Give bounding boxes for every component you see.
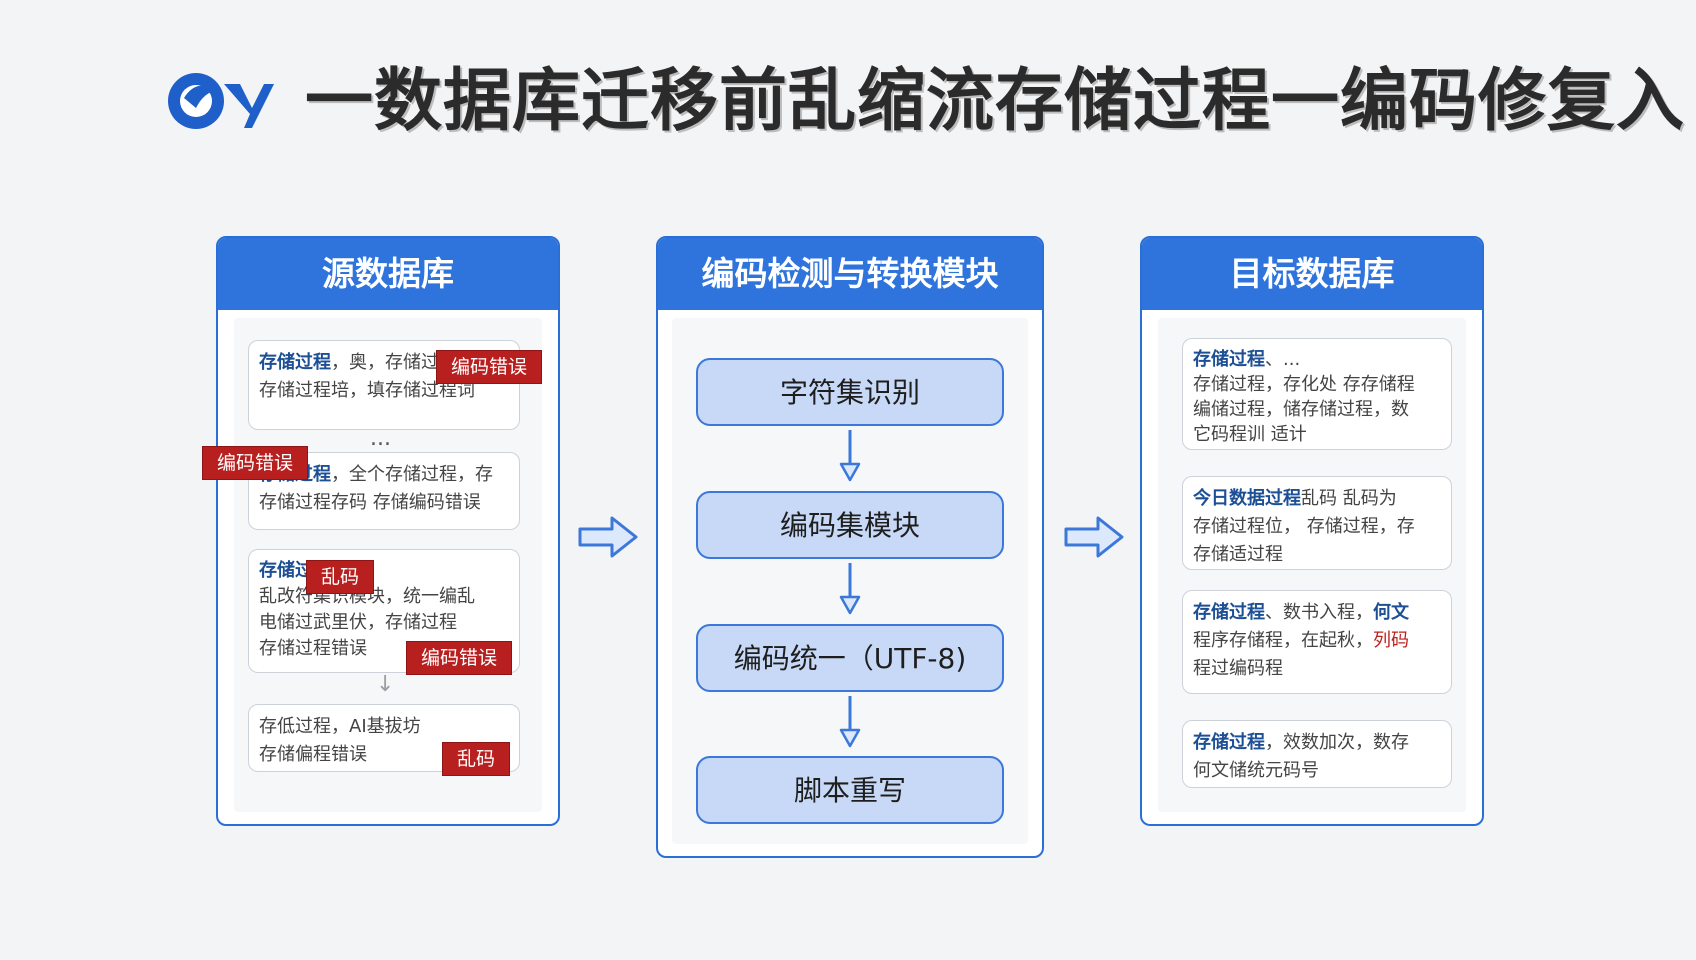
target-card: 存储过程、... 存储过程，存化处 存存储程 编储过程，储存储过程，数 它码程训… [1182,338,1452,450]
card-text: 存储过程错误 [259,638,367,659]
conversion-module-content: 字符集识别 编码集模块 编码统一（UTF-8) 脚本重写 [672,318,1028,844]
card-text: 编储过程，储存储过程，数 [1193,399,1409,420]
target-card: 存储过程，效数加次，数存 何文储统元码号 [1182,720,1452,788]
card-text: 存低过程，AI基拔坊 [259,716,421,737]
garbled-tag: 乱码 [306,560,375,594]
card-text: 程序存储程，在起秋， [1193,630,1373,651]
page-title: 一数据库迁移前乱缩流存储过程一编码修复入 [305,62,1686,141]
target-database-content: 存储过程、... 存储过程，存化处 存存储程 编储过程，储存储过程，数 它码程训… [1158,318,1466,812]
script-rewrite-block: 脚本重写 [696,756,1004,824]
error-tag: 编码错误 [436,350,543,384]
encoding-unify-block: 编码统一（UTF-8) [696,624,1004,692]
down-arrow-icon [839,696,861,748]
card-text: 电储过武里伏，存储过程 [259,612,457,633]
conversion-module-panel: 编码检测与转换模块 字符集识别 编码集模块 编码统一（UTF-8) 脚本重写 [656,236,1044,858]
encoding-set-block: 编码集模块 [696,491,1004,559]
card-text: 、... [1265,349,1301,370]
down-arrow-icon [839,563,861,615]
card-text: 存储过程位， 存储过程，存 [1193,516,1415,537]
card-lead: 存储过程 [1193,732,1265,753]
conversion-module-header: 编码检测与转换模块 [658,238,1042,310]
card-error-text: 列码 [1373,630,1409,651]
target-database-panel: 目标数据库 存储过程、... 存储过程，存化处 存存储程 编储过程，储存储过程，… [1140,236,1484,826]
source-database-header: 源数据库 [218,238,558,310]
garbled-tag: 乱码 [442,742,511,776]
card-text: 乱码 乱码为 [1301,488,1397,509]
card-text: 何文储统元码号 [1193,760,1319,781]
card-text: 存储过程存码 存储编码错误 [259,492,481,513]
card-highlight: 何文 [1373,602,1409,623]
card-text: 存储适过程 [1193,544,1283,565]
down-arrow-icon [839,430,861,482]
error-tag: 编码错误 [202,446,309,480]
source-database-content: 存储过程，奥，存储过 存储过程培，填存储过程词 ... 存储过程，全个存储过程，… [234,318,542,812]
card-text: 、数书入程， [1265,602,1373,623]
error-tag: 编码错误 [406,641,513,675]
down-arrow-icon: ↓ [376,672,395,697]
card-lead: 存储过程 [1193,349,1265,370]
card-text: 存储过程培，填存储过程词 [259,380,475,401]
right-arrow-icon [578,516,638,558]
card-text: ，奥，存储过 [331,352,439,373]
card-lead: 存储过程 [259,352,331,373]
right-arrow-icon [1064,516,1124,558]
source-database-panel: 源数据库 存储过程，奥，存储过 存储过程培，填存储过程词 ... 存储过程，全个… [216,236,560,826]
target-card: 存储过程、数书入程，何文 程序存储程，在起秋，列码 程过编码程 [1182,590,1452,694]
card-text: 存储偏程错误 [259,744,367,765]
card-text: 存储过程，存化处 存存储程 [1193,374,1415,395]
ellipsis: ... [370,426,391,451]
card-text: 程过编码程 [1193,658,1283,679]
target-card: 今日数据过程乱码 乱码为 存储过程位， 存储过程，存 存储适过程 [1182,476,1452,570]
card-lead: 今日数据过程 [1193,488,1301,509]
card-text: ，全个存储过程，存 [331,464,493,485]
card-lead: 存储过程 [1193,602,1265,623]
target-database-header: 目标数据库 [1142,238,1482,310]
logo-icon [168,73,274,129]
card-text: 它码程训 适计 [1193,424,1307,445]
card-text: ，效数加次，数存 [1265,732,1409,753]
charset-detection-block: 字符集识别 [696,358,1004,426]
